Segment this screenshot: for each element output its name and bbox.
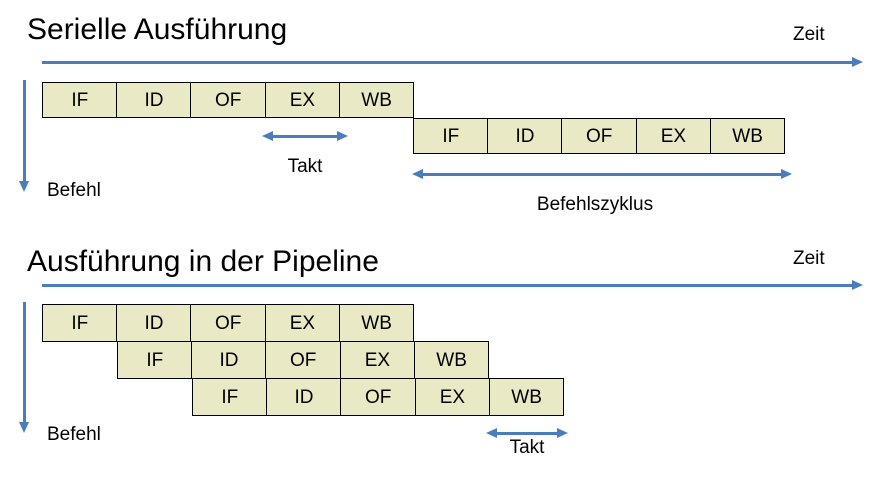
stage-cell: WB [413, 341, 490, 379]
befehlszyklus-label: Befehlszyklus [536, 194, 654, 215]
stage-cell: IF [413, 118, 489, 154]
table-row: IF ID OF EX WB [413, 118, 786, 154]
stage-cell: EX [339, 341, 416, 379]
takt-measure-arrow-serial [262, 131, 348, 141]
stage-cell: OF [190, 82, 266, 118]
table-row: IF ID OF EX WB [42, 304, 415, 342]
instruction-axis-arrow-pipeline [19, 302, 29, 433]
page-title-serial: Serielle Ausführung [27, 13, 288, 46]
stage-cell: IF [117, 341, 193, 379]
stage-cell: OF [190, 304, 266, 342]
page-title-pipeline: Ausführung in der Pipeline [27, 245, 379, 278]
befehlszyklus-measure-arrow [412, 169, 792, 179]
instruction-axis-label-pipeline: Befehl [47, 424, 101, 445]
takt-label-serial: Takt [287, 156, 323, 177]
stage-cell: ID [266, 378, 342, 416]
stage-cell: EX [264, 82, 341, 118]
stage-cell: ID [116, 82, 192, 118]
stage-cell: OF [561, 118, 637, 154]
stage-cell: ID [487, 118, 563, 154]
stage-cell: EX [635, 118, 712, 154]
stage-cell: IF [42, 82, 118, 118]
stage-cell: ID [116, 304, 192, 342]
stage-cell: ID [191, 341, 267, 379]
time-axis-arrow-serial [42, 57, 863, 67]
takt-label-pipeline: Takt [509, 437, 545, 458]
stage-cell: OF [265, 341, 341, 379]
stage-cell: EX [264, 304, 341, 342]
stage-cell: WB [338, 82, 415, 118]
stage-cell: WB [488, 378, 565, 416]
instruction-axis-arrow-serial [19, 80, 29, 192]
stage-cell: EX [414, 378, 491, 416]
stage-cell: WB [338, 304, 415, 342]
stage-cell: WB [709, 118, 786, 154]
takt-measure-arrow-pipeline [486, 428, 568, 438]
instruction-axis-label-serial: Befehl [47, 180, 101, 201]
table-row: IF ID OF EX WB [117, 341, 490, 379]
time-axis-arrow-pipeline [42, 280, 863, 290]
table-row: IF ID OF EX WB [42, 82, 415, 118]
stage-cell: IF [42, 304, 118, 342]
stage-cell: IF [192, 378, 268, 416]
table-row: IF ID OF EX WB [192, 378, 565, 416]
stage-cell: OF [340, 378, 416, 416]
time-axis-label-serial: Zeit [793, 24, 825, 45]
time-axis-label-pipeline: Zeit [793, 248, 825, 269]
